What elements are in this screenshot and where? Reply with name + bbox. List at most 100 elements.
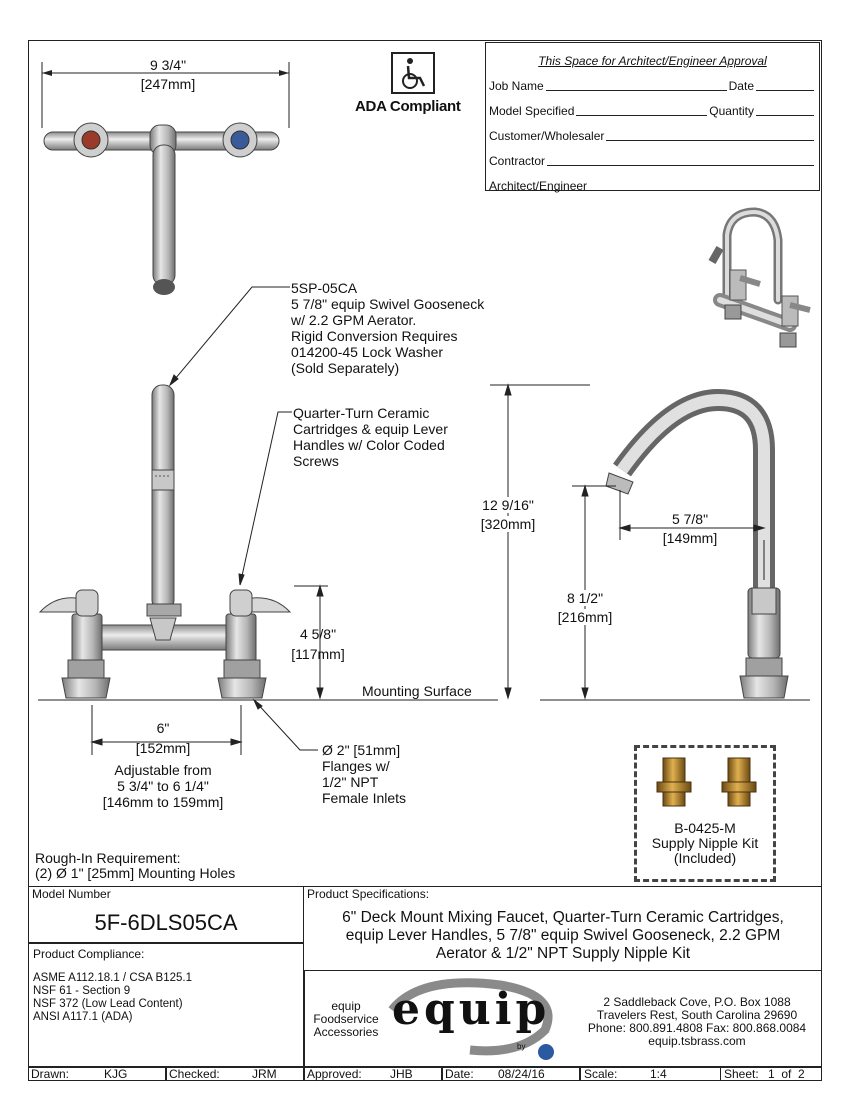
supply-nipple-images <box>656 757 757 807</box>
flange-callout-line: Female Inlets <box>322 790 407 806</box>
top-view-dimension <box>41 62 290 128</box>
equip-logo: equip <box>392 984 551 1035</box>
brand-cell <box>304 970 822 1067</box>
address-line: Phone: 800.891.4808 Fax: 800.868.0084 <box>587 1021 807 1035</box>
row-customer: Customer/Wholesaler <box>489 129 816 143</box>
approved-label: Approved: <box>307 1067 362 1081</box>
adjustable-line: 5 3/4" to 6 1/4" <box>117 778 209 794</box>
compliance-cell <box>28 943 304 1067</box>
approval-block: This Space for Architect/Engineer Approv… <box>485 42 820 193</box>
nipple-kit-line: Supply Nipple Kit <box>651 835 759 851</box>
center-dim-mm-value: 152mm <box>139 740 187 756</box>
flange-callout: Ø 2" [51mm] Flanges w/ 1/2" NPT Female I… <box>322 742 406 806</box>
reach-dim-mm-value: 149mm <box>666 530 714 546</box>
brand-by: by <box>517 1042 526 1051</box>
flange-callout-line: Flanges w/ <box>322 758 390 774</box>
address-line: Travelers Rest, South Carolina 29690 <box>596 1008 798 1022</box>
spout-callout-line: 014200-45 Lock Washer <box>291 344 444 360</box>
spout-callout: 5SP-05CA 5 7/8" equip Swivel Gooseneck w… <box>291 280 484 376</box>
compliance-item: NSF 372 (Low Lead Content) <box>33 998 183 1010</box>
wheelchair-icon <box>391 52 435 94</box>
overall-dim-mm: [320mm] <box>466 516 550 532</box>
height-dim-mm-value: 117mm <box>295 646 341 662</box>
top-view-faucet <box>43 122 280 295</box>
quantity-field[interactable] <box>756 114 814 116</box>
flange-callout-line: 1/2" NPT <box>322 774 379 790</box>
row-architect: Architect/Engineer <box>489 179 816 193</box>
sheet-value: 1 of 2 <box>768 1067 805 1081</box>
nipple-kit-caption: B-0425-M Supply Nipple Kit (Included) <box>634 821 776 866</box>
brand-sub-line: Accessories <box>313 1025 379 1039</box>
customer-field[interactable] <box>606 139 814 141</box>
spout-callout-line: 5SP-05CA <box>291 280 358 296</box>
spout-callout-line: Rigid Conversion Requires <box>291 328 458 344</box>
date-label: Date <box>728 79 754 93</box>
specs-text: 6" Deck Mount Mixing Faucet, Quarter-Tur… <box>304 909 822 963</box>
spout-height-dim-mm-value: 216mm <box>561 609 609 625</box>
mounting-surface-label: Mounting Surface <box>362 683 472 699</box>
leader-lines <box>168 286 318 751</box>
cartridge-callout-line: Handles w/ Color Coded <box>293 437 445 453</box>
model-specified-field[interactable] <box>576 114 708 116</box>
address-line: 2 Saddleback Cove, P.O. Box 1088 <box>603 995 791 1009</box>
dimension-lines <box>90 383 766 755</box>
cartridge-callout: Quarter-Turn Ceramic Cartridges & equip … <box>293 405 448 469</box>
spec-line: equip Lever Handles, 5 7/8" equip Swivel… <box>345 927 781 944</box>
spout-callout-line: 5 7/8" equip Swivel Gooseneck <box>291 296 485 312</box>
approved-cell <box>304 1067 442 1081</box>
date-field[interactable] <box>756 89 814 91</box>
compliance-item: ANSI A117.1 (ADA) <box>33 1011 133 1023</box>
side-view-faucet <box>605 388 789 699</box>
date-value: 08/24/16 <box>498 1067 545 1081</box>
address-line: equip.tsbrass.com <box>648 1034 746 1048</box>
spout-callout-line: w/ 2.2 GPM Aerator. <box>291 312 417 328</box>
top-dim-in: 9 3/4" <box>149 57 187 73</box>
spout-height-dim-mm: [216mm] <box>545 609 625 625</box>
height-dim-in: 4 5/8" <box>299 626 337 642</box>
row-contractor: Contractor <box>489 154 816 168</box>
contractor-field[interactable] <box>547 164 814 166</box>
equip-logo-mark <box>388 978 554 1060</box>
nipple-kit-line: (Included) <box>673 850 737 866</box>
scale-label: Scale: <box>584 1067 618 1081</box>
compliance-list: ASME A112.18.1 / CSA B125.1 NSF 61 - Sec… <box>33 972 192 1024</box>
row-job: Job Name Date <box>489 79 816 93</box>
drawn-label: Drawn: <box>31 1067 70 1081</box>
top-dim-mm: [247mm] <box>140 76 196 92</box>
approval-header: This Space for Architect/Engineer Approv… <box>538 54 767 68</box>
reach-dim-in: 5 7/8" <box>650 511 730 527</box>
checked-label: Checked: <box>169 1067 220 1081</box>
model-number-label: Model Number <box>32 887 111 901</box>
model-number: 5F-6DLS05CA <box>94 910 238 935</box>
compliance-label: Product Compliance: <box>33 947 145 961</box>
adjustable-line: [146mm to 159mm] <box>102 794 224 810</box>
brand-sub-line: equip <box>331 999 361 1013</box>
date-cell <box>442 1067 580 1081</box>
center-dim-mm: [152mm] <box>135 740 191 756</box>
flange-callout-line: Ø 2" [51mm] <box>322 742 401 758</box>
rough-in-line: (2) Ø 1" [25mm] Mounting Holes <box>35 865 236 881</box>
model-number-cell <box>28 886 304 943</box>
front-elevation-faucet <box>38 384 292 699</box>
rough-in-line: Rough-In Requirement: <box>35 850 181 866</box>
job-name-field[interactable] <box>545 89 727 91</box>
approved-value: JHB <box>390 1067 413 1081</box>
row-model: Model Specified Quantity <box>489 104 816 118</box>
cartridge-callout-line: Screws <box>293 453 339 469</box>
spec-line: 6" Deck Mount Mixing Faucet, Quarter-Tur… <box>342 909 784 926</box>
adjustable-note: Adjustable from 5 3/4" to 6 1/4" [146mm … <box>88 762 238 810</box>
scale-cell <box>580 1067 721 1081</box>
brand-sub: equip Foodservice Accessories <box>306 1000 386 1039</box>
cartridge-callout-line: Cartridges & equip Lever <box>293 421 448 437</box>
adjustable-line: Adjustable from <box>114 762 212 778</box>
reach-dim-mm: [149mm] <box>662 530 718 546</box>
architect-field[interactable] <box>589 189 814 191</box>
checked-cell <box>166 1067 304 1081</box>
overall-dim-in: 12 9/16" <box>466 497 550 513</box>
top-dim-mm-value: 247mm <box>144 76 192 92</box>
overall-dim-mm-value: 320mm <box>484 516 532 532</box>
contractor-label: Contractor <box>489 154 546 168</box>
drawn-value: KJG <box>104 1067 128 1081</box>
ada-label: ADA Compliant <box>355 98 461 115</box>
